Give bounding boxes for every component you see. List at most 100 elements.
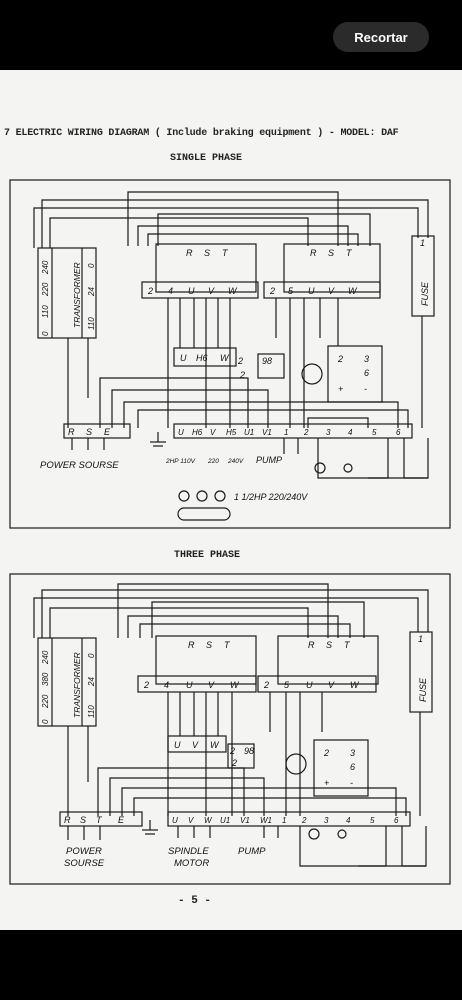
sp-c1-bottom-2: U <box>188 286 195 296</box>
sp-relay-1: 98 <box>262 356 272 366</box>
tp-bottom-term-7: 2 <box>301 816 307 825</box>
tp-bottom-term-10: 5 <box>370 816 375 825</box>
tp-transformer-bottom-2: 0 <box>87 653 96 658</box>
tp-motor-term-1: V <box>192 740 199 750</box>
sp-transformer-top-1: 110 <box>41 305 50 318</box>
sp-transformer-bottom-1: 24 <box>87 287 96 297</box>
tp-bottom-term-5: W1 <box>260 816 272 825</box>
document-title: 7 ELECTRIC WIRING DIAGRAM ( Include brak… <box>4 128 399 139</box>
three-phase-frame <box>9 573 451 885</box>
tp-transformer-bottom-1: 24 <box>87 677 96 687</box>
tp-c2-top-2: T <box>344 640 351 650</box>
sp-voltage-2: 240V <box>227 458 244 465</box>
tp-switch-0: 2 <box>323 748 329 758</box>
sp-c1-bottom-3: V <box>208 286 215 296</box>
tp-bottom-term-9: 4 <box>346 816 351 825</box>
sp-power-term-0: R <box>68 427 75 437</box>
tp-transformer-label: TRANSFORMER <box>72 652 82 718</box>
page-number: - 5 - <box>178 895 212 907</box>
sp-fuse-top: 1 <box>420 238 425 248</box>
tp-c2-top-1: S <box>326 640 332 650</box>
image-viewer-topbar: Recortar <box>0 0 462 70</box>
sp-bottom-term-1: H6 <box>192 428 203 437</box>
tp-c1-bottom-1: 4 <box>164 680 169 690</box>
tp-fuse-label: FUSE <box>418 677 428 702</box>
tp-relay-2: 2 <box>231 758 237 768</box>
sp-motor-term-1: H6 <box>196 353 208 363</box>
tp-transformer-bottom-0: 110 <box>87 705 96 718</box>
sp-c2-top-2: T <box>346 248 353 258</box>
sp-switch-4: - <box>364 384 367 394</box>
sp-transformer-top-2: 220 <box>41 282 50 297</box>
tp-bottom-term-1: V <box>188 816 194 825</box>
three-phase-wiring-diagram: TRANSFORMER 0 220 380 240 110 24 0 R S T… <box>9 573 451 885</box>
tp-c1-bottom-4: W <box>230 680 240 690</box>
tp-relay-1: 98 <box>244 746 254 756</box>
tp-switch-3: + <box>324 778 329 788</box>
scanned-document-page: 7 ELECTRIC WIRING DIAGRAM ( Include brak… <box>0 70 462 930</box>
tp-c2-bottom-3: V <box>328 680 335 690</box>
tp-c2-top-0: R <box>308 640 315 650</box>
sp-c1-bottom-4: W <box>228 286 238 296</box>
tp-bottom-term-6: 1 <box>282 816 286 825</box>
sp-bottom-term-2: V <box>210 428 216 437</box>
tp-c2-bottom-1: 5 <box>284 680 290 690</box>
tp-c1-top-2: T <box>224 640 231 650</box>
sp-power-term-1: S <box>86 427 92 437</box>
sp-c1-bottom-0: 2 <box>147 286 153 296</box>
sp-transformer-bottom-2: 0 <box>87 263 96 268</box>
sp-motor-term-0: U <box>180 353 187 363</box>
sp-c2-bottom-1: 5 <box>288 286 294 296</box>
tp-power-term-3: E <box>118 815 125 825</box>
tp-c1-bottom-0: 2 <box>143 680 149 690</box>
tp-transformer-top-0: 0 <box>41 719 50 724</box>
sp-c1-top-2: T <box>222 248 229 258</box>
tp-power-term-0: R <box>64 815 71 825</box>
sp-voltage-0: 2HP 110V <box>165 458 196 465</box>
tp-transformer-top-2: 380 <box>41 672 50 686</box>
sp-transformer-bottom-0: 110 <box>87 317 96 330</box>
sp-c1-top-0: R <box>186 248 193 258</box>
image-viewer-bottombar <box>0 930 462 1000</box>
sp-switch-2: 6 <box>364 368 369 378</box>
tp-power-label-1: POWER <box>66 846 102 857</box>
three-phase-heading: THREE PHASE <box>174 550 241 561</box>
sp-bottom-term-5: V1 <box>262 428 272 437</box>
single-phase-frame <box>9 179 451 529</box>
tp-motor-label-2: MOTOR <box>174 858 209 869</box>
sp-bottom-term-0: U <box>178 428 184 437</box>
tp-c2-bottom-0: 2 <box>263 680 269 690</box>
tp-switch-2: 6 <box>350 762 355 772</box>
sp-transformer-label: TRANSFORMER <box>72 262 82 328</box>
tp-transformer-top-3: 240 <box>41 650 50 665</box>
tp-bottom-term-8: 3 <box>324 816 329 825</box>
tp-power-label-2: SOURSE <box>64 858 105 869</box>
sp-motor-spec: 1 1/2HP 220/240V <box>234 492 308 502</box>
tp-bottom-term-11: 6 <box>394 816 399 825</box>
sp-c1-top-1: S <box>204 248 210 258</box>
sp-relay-2: 2 <box>239 370 245 380</box>
sp-c2-bottom-4: W <box>348 286 358 296</box>
tp-power-term-1: S <box>80 815 86 825</box>
tp-bottom-term-2: W <box>204 816 213 825</box>
tp-motor-term-2: W <box>210 740 220 750</box>
tp-fuse-top: 1 <box>418 634 423 644</box>
tp-c1-top-1: S <box>206 640 212 650</box>
sp-c2-top-1: S <box>328 248 334 258</box>
sp-voltage-1: 220 <box>207 458 219 465</box>
sp-bottom-term-6: 1 <box>284 428 288 437</box>
tp-c1-top-0: R <box>188 640 195 650</box>
sp-relay-0: 2 <box>237 356 243 366</box>
tp-motor-term-0: U <box>174 740 181 750</box>
sp-power-label: POWER SOURSE <box>40 460 119 471</box>
tp-bottom-term-3: U1 <box>220 816 230 825</box>
sp-transformer-top-0: 0 <box>41 331 50 336</box>
sp-transformer-top-3: 240 <box>41 260 50 275</box>
crop-button[interactable]: Recortar <box>333 22 429 52</box>
single-phase-heading: SINGLE PHASE <box>170 153 243 164</box>
sp-c2-top-0: R <box>310 248 317 258</box>
tp-c2-bottom-2: U <box>306 680 313 690</box>
sp-switch-0: 2 <box>337 354 343 364</box>
sp-pump-label: PUMP <box>256 455 282 465</box>
tp-c1-bottom-2: U <box>186 680 193 690</box>
